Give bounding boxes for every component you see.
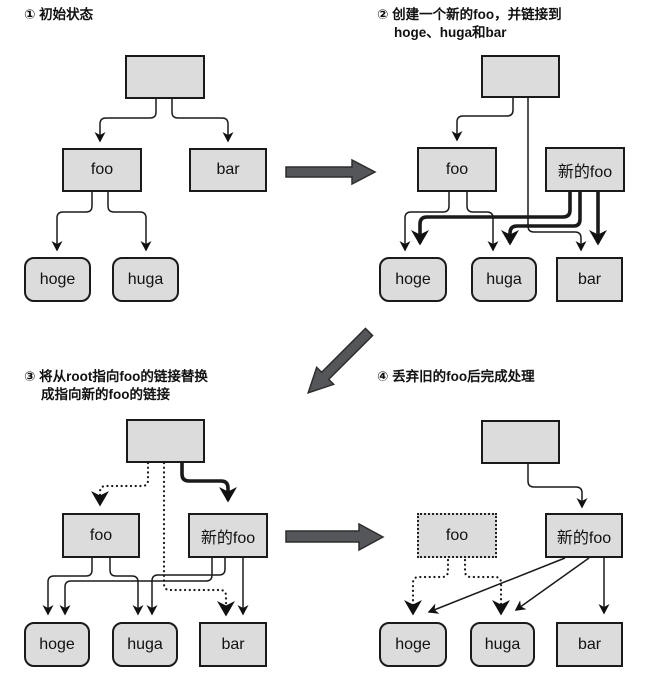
p4-foo-label: foo [445,526,469,544]
p1-root-node [125,55,205,99]
p4-newfoo-node: 新的foo [545,513,623,558]
p3-hoge-node: hoge [24,622,90,667]
p4-huga-label: huga [484,635,521,653]
p4-hoge-label: hoge [395,635,431,653]
p2-root-node [481,55,560,98]
p2-huga-label: huga [486,270,522,288]
p4-root-node [481,420,560,464]
p3-foo-to-huga-link [109,558,144,616]
step2-title-line1: ② 创建一个新的foo，并链接到 [377,7,562,22]
step1-title: ① 初始状态 [24,6,93,24]
p2-root-to-bar-link [527,98,587,252]
p4-foo-to-huga-dotted-link [463,558,510,616]
p1-foo-label: foo [90,161,114,178]
p3-foo-node: foo [62,513,140,558]
p3-root-to-newfoo-bold-link [180,463,237,503]
p1-hoge-node: hoge [24,257,91,302]
p2-newfoo-to-hoge-bold-link [411,192,572,246]
p3-root-to-bar-dotted-link [162,461,235,617]
step4-title: ④ 丢弃旧的foo后完成处理 [377,368,535,386]
p3-bar-label: bar [221,635,245,653]
p4-huga-node: huga [470,622,535,667]
p3-root-node [126,419,205,463]
step4-title-text: ④ 丢弃旧的foo后完成处理 [377,369,535,384]
p4-bar-node: bar [556,622,623,667]
step2-title-line2: hoge、huga和bar [394,25,507,40]
p3-newfoo-node: 新的foo [188,513,268,558]
p3-foo-to-hoge-link [42,558,93,616]
p2-foo-to-hoge-link [399,192,450,252]
p3-newfoo-label: 新的foo [200,529,256,547]
p1-huga-node: huga [112,257,179,302]
p2-newfoo-label: 新的foo [557,163,613,181]
p1-root-to-bar-link [171,98,234,143]
p4-root-to-newfoo-link [527,464,588,509]
p3-huga-node: huga [112,622,178,667]
p1-foo-to-huga-link [107,192,152,252]
p4-bar-label: bar [577,635,602,653]
p4-newfoo-to-hoge-link [427,557,566,614]
p2-root-to-foo-link [451,98,514,142]
p1-huga-label: huga [127,270,164,288]
p2-bar-node: bar [556,257,623,302]
step3-title-line1: ③ 将从root指向foo的链接替换 [24,369,208,384]
p3-huga-label: huga [127,635,163,653]
step3-title: ③ 将从root指向foo的链接替换 成指向新的foo的链接 [24,368,208,404]
p4-foo-node-discarded: foo [417,513,497,558]
p2-foo-node: foo [417,147,497,192]
p2-foo-label: foo [445,160,469,178]
p1-hoge-label: hoge [39,270,76,288]
p1-root-to-foo-link [94,98,157,143]
step3-to-step4-arrow [285,522,385,552]
p4-newfoo-label: 新的foo [556,529,612,547]
p4-foo-to-hoge-dotted-link [404,558,450,616]
p4-newfoo-to-huga-link [514,557,590,611]
p2-huga-node: huga [471,257,537,302]
p3-foo-label: foo [89,526,113,544]
p1-foo-to-hoge-link [51,192,93,252]
p2-hoge-node: hoge [379,257,447,302]
step2-to-step3-arrow [307,327,374,394]
p2-hoge-label: hoge [395,270,431,288]
p3-newfoo-to-hoge-link [59,558,213,616]
p3-root-to-foo-dotted-link [91,461,150,507]
p3-bar-node: bar [199,622,267,667]
step3-title-line2: 成指向新的foo的链接 [41,387,170,402]
p1-bar-label: bar [216,161,240,178]
p3-newfoo-to-huga-link [146,558,226,616]
step1-title-text: ① 初始状态 [24,7,94,22]
p2-newfoo-node: 新的foo [545,147,625,192]
p2-foo-to-huga-link [466,192,499,252]
p3-hoge-label: hoge [39,635,75,653]
p2-newfoo-to-huga-bold-link [501,192,582,246]
p4-hoge-node: hoge [379,622,447,667]
p1-bar-node: bar [189,148,267,192]
p1-foo-node: foo [62,148,142,192]
p2-bar-label: bar [577,270,602,288]
step1-to-step2-arrow [285,158,377,186]
step2-title: ② 创建一个新的foo，并链接到 hoge、huga和bar [377,6,562,42]
